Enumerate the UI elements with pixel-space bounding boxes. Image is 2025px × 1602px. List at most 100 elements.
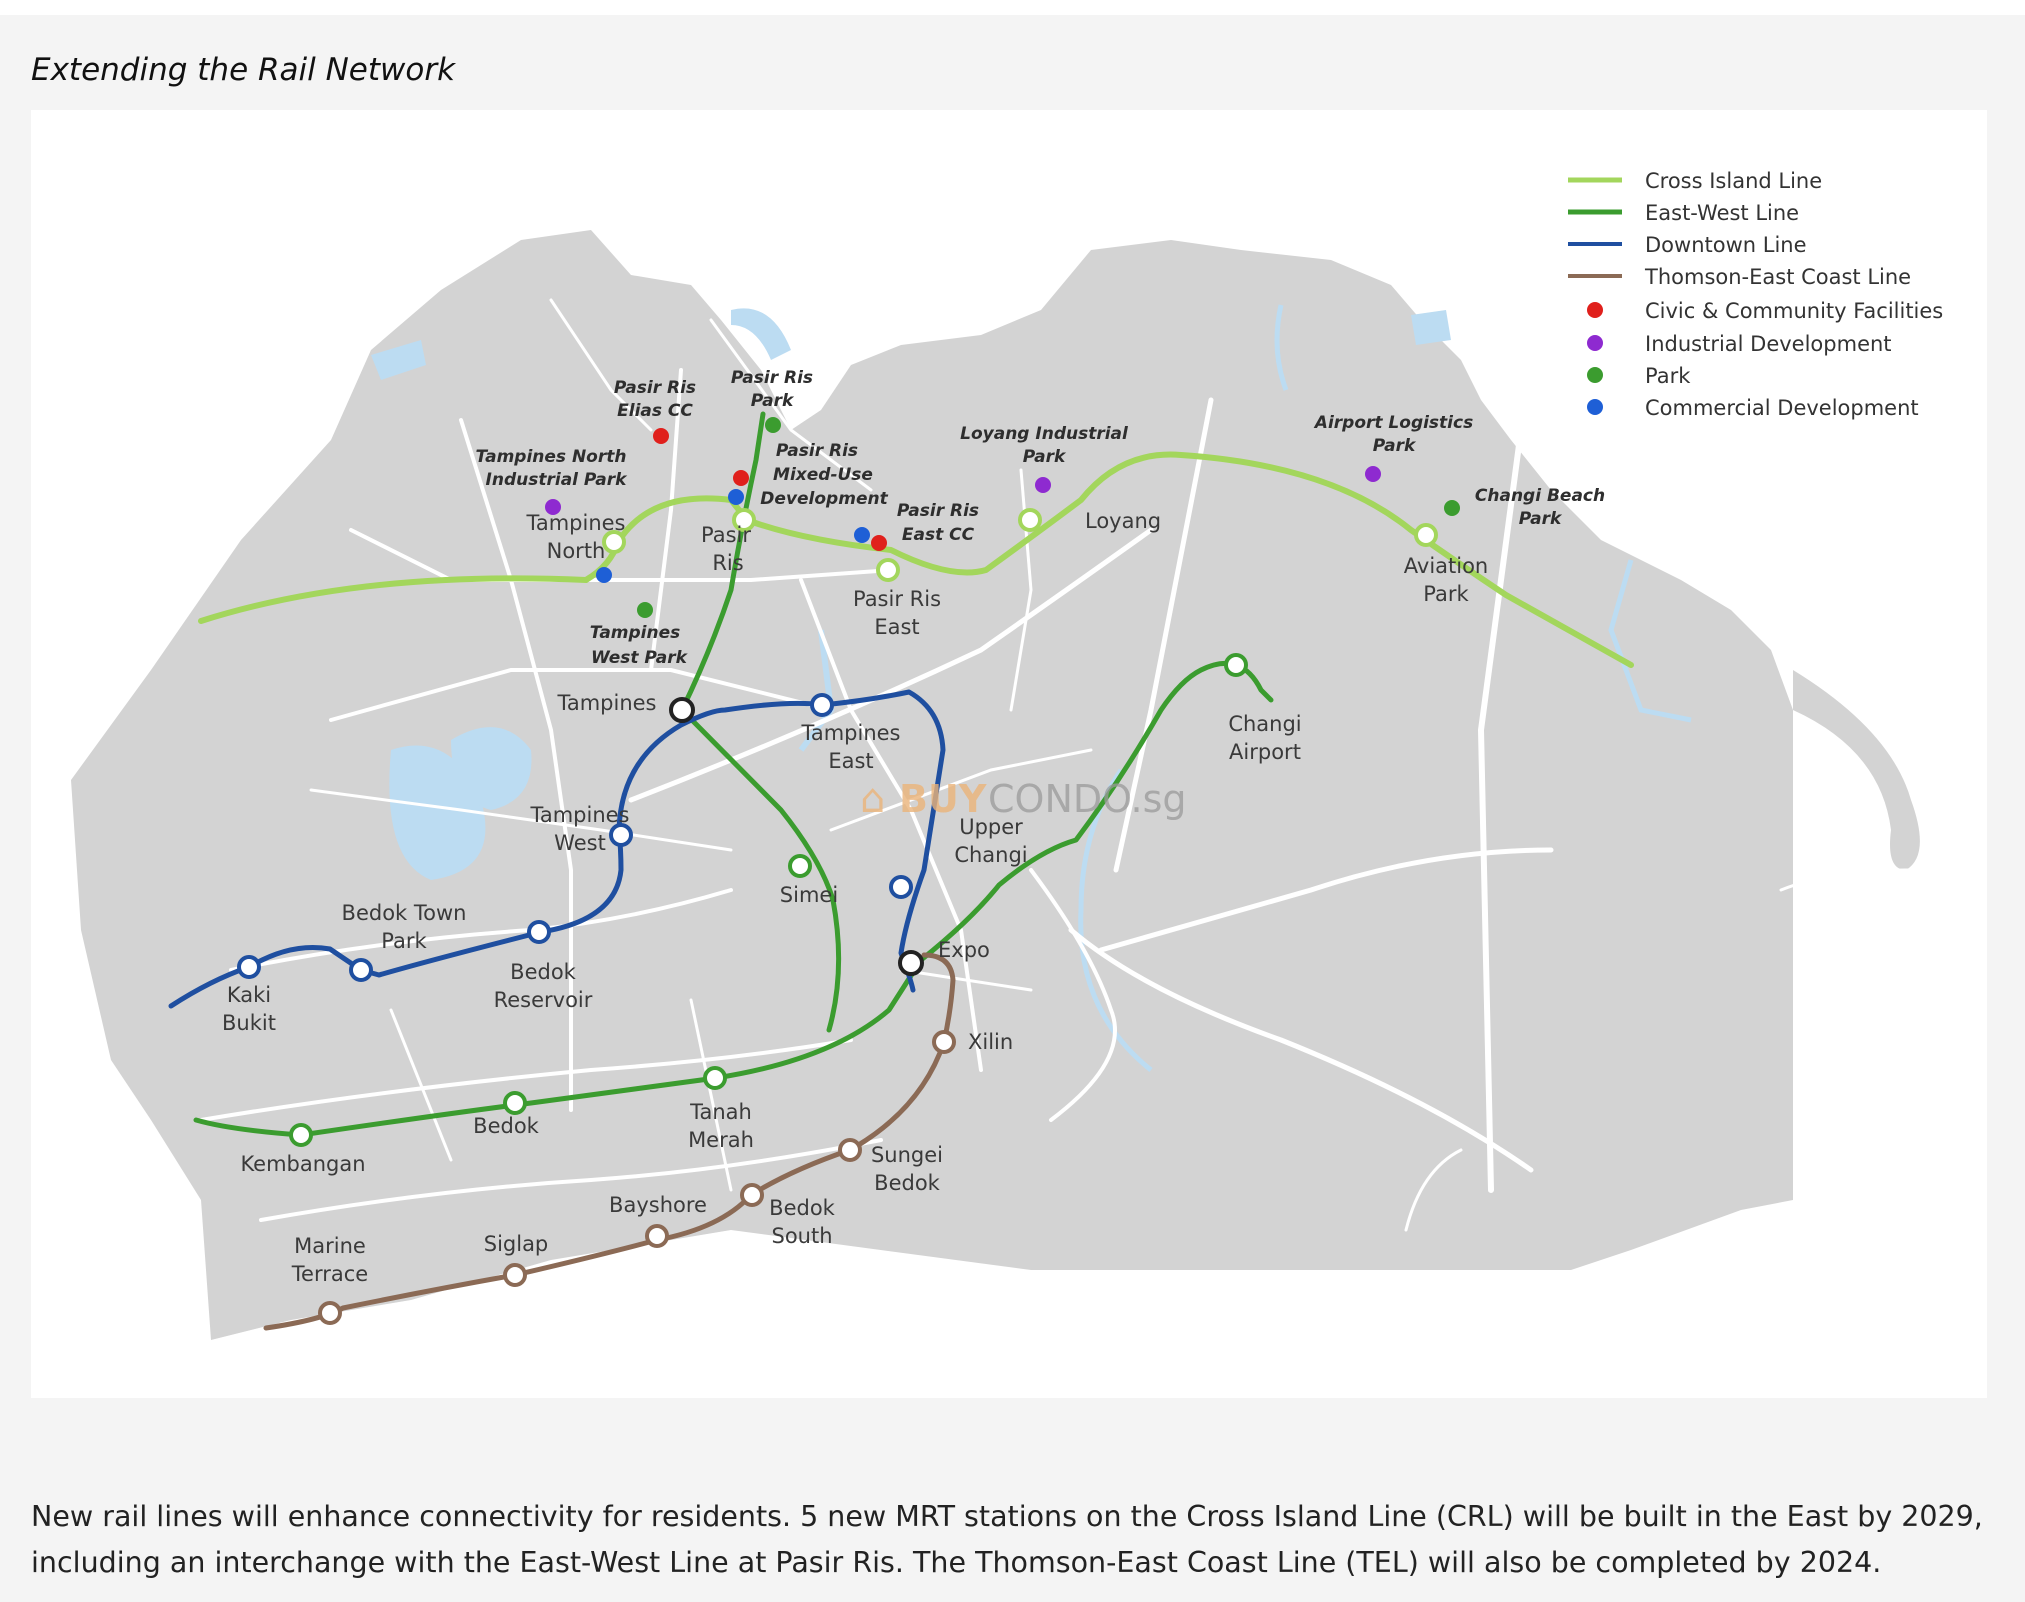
label-tampines-north-2: North [547,539,606,563]
label-aviation-park-2: Park [1423,582,1469,606]
station-marker-expo [898,950,924,976]
label-tanah-merah-2: Merah [688,1128,754,1152]
station-marker-tampines-east [810,693,834,717]
station-marker-pasir-ris-east [876,558,900,582]
station-marker-bedok-south [740,1183,764,1207]
label-airport-logistics-park-2: Park [1373,436,1417,456]
station-marker-tampines-west [609,823,633,847]
legend-label-east-west-line: East-West Line [1645,201,1799,225]
dot-mixed-use-civic [733,470,749,486]
label-aviation-park-1: Aviation [1404,554,1489,578]
station-marker-tampines [669,697,695,723]
station-marker-kaki-bukit [237,955,261,979]
caption-line-2: including an interchange with the East-W… [31,1546,1882,1579]
cross-island-line [198,451,1634,668]
road-network [199,298,1913,1232]
label-expo: Expo [938,938,990,962]
watermark-house-icon: ⌂ [860,776,885,822]
station-marker-tampines-north [602,530,626,554]
label-simei: Simei [780,883,838,907]
east-west-line [193,660,1274,1138]
label-xilin: Xilin [968,1030,1013,1054]
land-mass [71,230,1920,1340]
label-changi-beach-park-1: Changi Beach [1475,486,1605,506]
label-loyang-industrial-park-2: Park [1023,447,1067,467]
label-pasir-ris-mixed-use-3: Development [760,489,888,509]
station-marker-xilin [932,1030,956,1054]
label-pasir-ris-elias-cc-1: Pasir Ris [614,378,696,398]
label-bedok-south-2: South [771,1224,832,1248]
top-bar [0,0,2025,15]
label-loyang-industrial-park-1: Loyang Industrial [960,424,1129,444]
label-tampines-west-2: West [554,831,606,855]
label-pasir-ris-east-1: Pasir Ris [853,587,941,611]
label-bayshore: Bayshore [609,1193,707,1217]
caption: New rail lines will enhance connectivity… [31,1494,2001,1586]
legend-dot-park [1587,367,1603,383]
station-marker-bayshore [645,1224,669,1248]
label-sungei-bedok-2: Bedok [874,1171,941,1195]
rail-lines [168,411,1634,1331]
legend-dot-civic [1587,302,1603,318]
legend-label-thomson-east-coast-line: Thomson-East Coast Line [1644,265,1911,289]
station-marker-bedok [503,1091,527,1115]
watermark-condo: CONDO.sg [988,777,1187,821]
map-legend: Cross Island Line East-West Line Downtow… [1568,169,1943,420]
legend-dot-industrial [1587,335,1603,351]
dot-pasir-ris-east-cc-commercial [854,527,870,543]
label-kembangan: Kembangan [240,1152,365,1176]
legend-label-civic: Civic & Community Facilities [1645,299,1943,323]
label-bedok-reservoir-2: Reservoir [494,988,593,1012]
dot-tampines-north-industrial-park [545,499,561,515]
station-marker-bedok-reservoir [527,920,551,944]
caption-line-1: New rail lines will enhance connectivity… [31,1500,1983,1533]
downtown-line [168,689,946,1009]
legend-label-cross-island-line: Cross Island Line [1645,169,1822,193]
label-sungei-bedok-1: Sungei [871,1143,943,1167]
label-tampines-east-2: East [828,749,873,773]
label-pasir-ris-east-2: East [874,615,919,639]
label-airport-logistics-park-1: Airport Logistics [1313,413,1473,433]
station-marker-tanah-merah [703,1066,727,1090]
dot-tampines-north-commercial [596,567,612,583]
label-bedok-reservoir-1: Bedok [510,960,577,984]
legend-label-park: Park [1645,364,1691,388]
dot-changi-beach-park [1444,500,1460,516]
label-pasir-ris-1: Pasir [701,523,751,547]
station-marker-pasir-ris [732,508,756,532]
station-marker-aviation-park [1414,523,1438,547]
label-upper-changi-2: Changi [954,843,1027,867]
label-changi-airport-2: Airport [1229,740,1301,764]
station-marker-bedok-town-park [349,958,373,982]
station-marker-siglap [503,1263,527,1287]
development-dots [545,417,1460,618]
label-changi-beach-park-2: Park [1519,509,1563,529]
label-tampines-north-1: Tampines [525,511,625,535]
label-tampines-west-1: Tampines [529,803,629,827]
label-pasir-ris-elias-cc-2: Elias CC [617,401,693,421]
dot-airport-logistics-park [1365,466,1381,482]
label-tampines-north-industrial-park-1: Tampines North [476,447,627,467]
legend-label-industrial: Industrial Development [1645,332,1892,356]
label-pasir-ris-east-cc-1: Pasir Ris [897,501,979,521]
label-siglap: Siglap [484,1232,549,1256]
label-bedok-south-1: Bedok [769,1196,836,1220]
legend-label-downtown-line: Downtown Line [1645,233,1807,257]
legend-dot-commercial [1587,399,1603,415]
watermark: ⌂ BUY CONDO.sg [860,776,1187,822]
label-pasir-ris-east-cc-2: East CC [902,525,975,545]
label-bedok: Bedok [473,1114,540,1138]
label-tanah-merah-1: Tanah [689,1100,752,1124]
label-pasir-ris-mixed-use-1: Pasir Ris [776,441,858,461]
label-marine-terrace-1: Marine [294,1234,366,1258]
label-pasir-ris-mixed-use-2: Mixed-Use [773,465,873,485]
station-marker-sungei-bedok [838,1138,862,1162]
thomson-east-coast-line [263,952,956,1331]
rail-network-map: ⌂ BUY CONDO.sg Tampines North Pasir Ris … [31,110,1987,1398]
label-pasir-ris-park-2: Park [751,391,795,411]
station-marker-simei [788,854,812,878]
label-tampines-north-industrial-park-2: Industrial Park [486,470,629,490]
label-pasir-ris-2: Ris [712,551,743,575]
station-labels: Tampines North Pasir Ris Pasir Ris East … [222,509,1488,1286]
development-labels: Pasir Ris Elias CC Pasir Ris Park Tampin… [476,368,1606,668]
